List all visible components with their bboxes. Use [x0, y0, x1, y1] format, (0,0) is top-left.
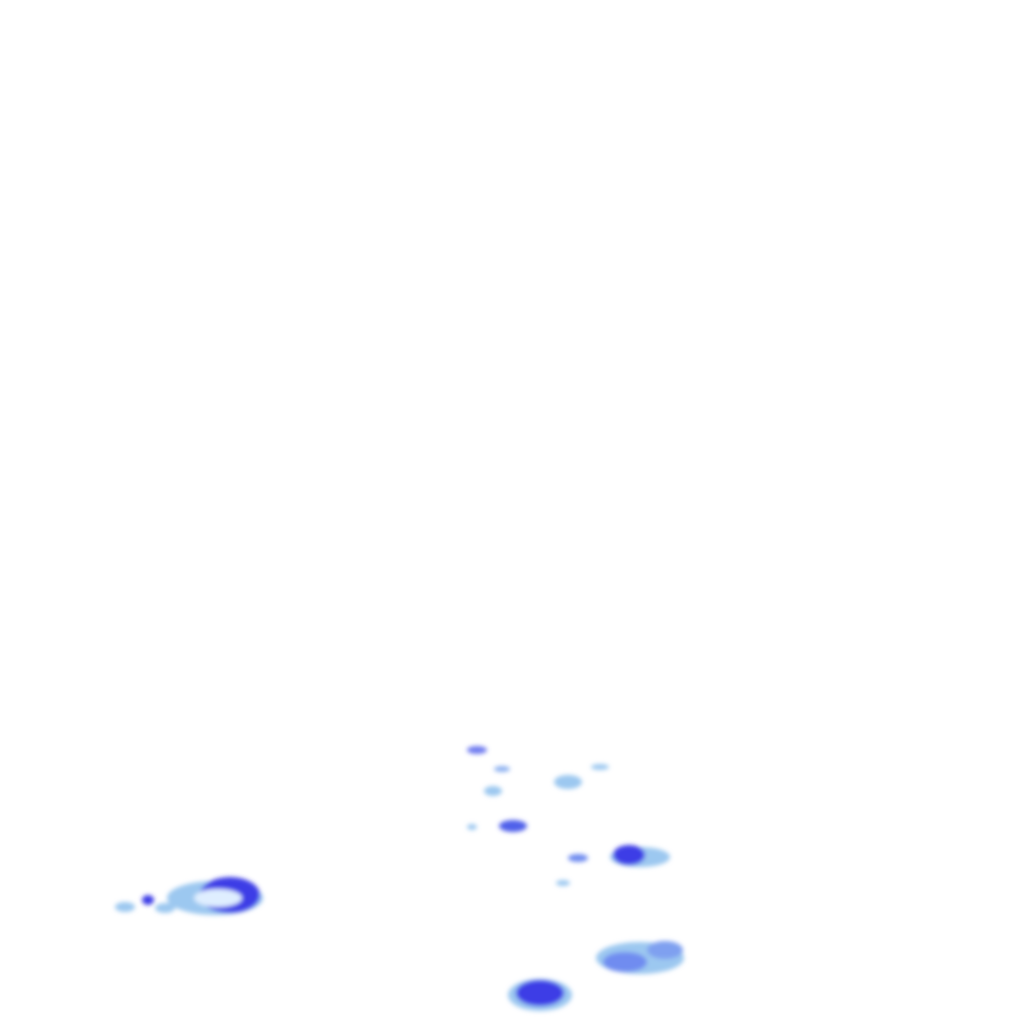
rain-cell — [568, 854, 588, 862]
rain-cell — [467, 824, 477, 830]
rain-cell-southeast — [596, 941, 684, 974]
rain-cell-east — [610, 845, 670, 867]
rain-cell — [484, 786, 502, 796]
rain-cell — [467, 746, 487, 754]
rain-cell-south — [508, 979, 572, 1011]
rain-cell — [499, 820, 527, 832]
rain-cell — [494, 766, 510, 772]
rain-cell — [556, 880, 570, 886]
rain-cell — [591, 764, 609, 770]
rain-cell-west — [115, 877, 263, 915]
rain-cell — [554, 775, 582, 789]
